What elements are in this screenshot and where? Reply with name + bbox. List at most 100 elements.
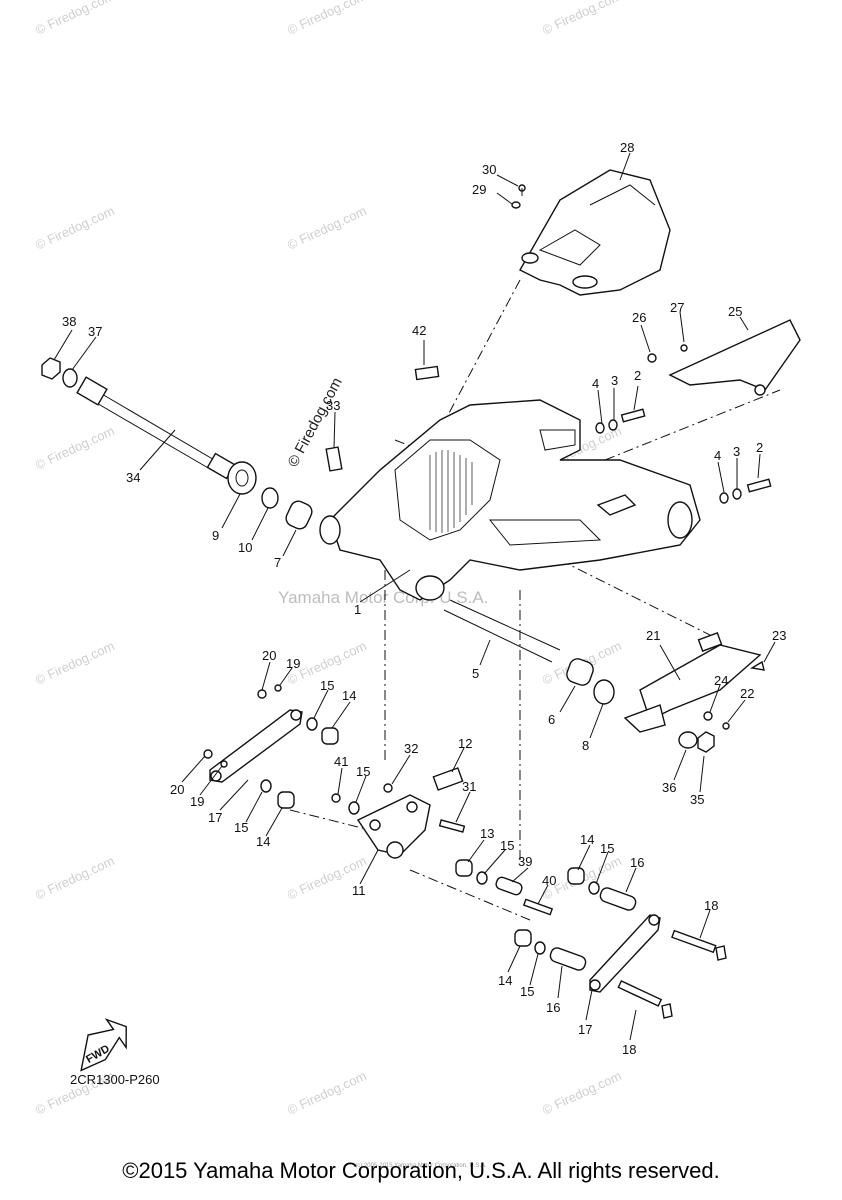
washer-3-upper	[608, 419, 618, 431]
washer-37	[62, 368, 78, 388]
pivot-shaft	[76, 376, 236, 480]
bushing-7	[285, 500, 313, 530]
part-label: 22	[740, 686, 754, 701]
part-label: 19	[286, 656, 300, 671]
screw-22	[722, 722, 730, 730]
part-label: 27	[670, 300, 684, 315]
part-label: 19	[190, 794, 204, 809]
watermark-site-text: © Firedog.com	[540, 1068, 624, 1118]
bolt-2-upper	[620, 408, 646, 423]
watermark-main-text: Yamaha Motor Corp. U.S.A.	[278, 588, 488, 607]
nut-41	[331, 793, 341, 803]
part-label: 7	[274, 555, 281, 570]
bushing-6	[566, 658, 594, 686]
part-label: 26	[632, 310, 646, 325]
part-label: 35	[690, 792, 704, 807]
watermark-site-text: © Firedog.com	[33, 0, 117, 38]
bolt-18-upper	[671, 929, 727, 961]
watermark-site-text: © Firedog.com	[33, 853, 117, 903]
part-label: 34	[126, 470, 140, 485]
part-label: 15	[234, 820, 248, 835]
part-label: 15	[320, 678, 334, 693]
part-label: 29	[472, 182, 486, 197]
part-label: 3	[611, 373, 618, 388]
label-sticker-33	[325, 446, 343, 472]
collar-4-upper	[595, 422, 605, 434]
diagram-code: 2CR1300-P260	[70, 1072, 160, 1087]
part-label: 14	[498, 973, 512, 988]
chain-slider	[623, 632, 762, 733]
chain-guard	[647, 319, 801, 396]
part-label: 17	[578, 1022, 592, 1037]
part-label: 40	[542, 873, 556, 888]
part-label: 36	[662, 780, 676, 795]
shaft-5	[443, 599, 561, 663]
part-label: 8	[582, 738, 589, 753]
part-label: 20	[170, 782, 184, 797]
collars	[495, 876, 637, 971]
part-label: 14	[342, 688, 356, 703]
part-label: 39	[518, 854, 532, 869]
washer-29	[511, 201, 521, 209]
leader-lines	[53, 152, 776, 1041]
spacer-10	[261, 487, 279, 509]
bolt-18-lower	[617, 980, 673, 1019]
bearing-9	[227, 461, 257, 495]
part-label: 37	[88, 324, 102, 339]
part-label: 20	[262, 648, 276, 663]
part-label: 3	[733, 444, 740, 459]
bolt-40	[522, 898, 554, 916]
part-label: 12	[458, 736, 472, 751]
label-sticker-42	[414, 365, 440, 381]
fine-print: (c) 2005-2015 Yamaha Motor Corporation, …	[355, 1163, 487, 1169]
part-label: 5	[472, 666, 479, 681]
part-label: 18	[704, 898, 718, 913]
watermark-site-text: © Firedog.com	[285, 1068, 369, 1118]
connecting-rod-lower	[589, 914, 661, 993]
fwd-arrow-icon: FWD	[80, 1018, 127, 1072]
collar-36	[678, 731, 698, 749]
connecting-rod-upper	[209, 709, 303, 783]
swingarm-cover	[519, 169, 671, 296]
watermark-site-text: © Firedog.com	[33, 638, 117, 688]
part-label: 18	[622, 1042, 636, 1057]
bushings	[203, 684, 600, 955]
relay-arm	[356, 794, 431, 859]
bracket-12	[432, 767, 464, 791]
collar-4-lower	[719, 492, 729, 504]
part-label: 9	[212, 528, 219, 543]
part-label: 2	[756, 440, 763, 455]
part-label: 28	[620, 140, 634, 155]
part-label: 14	[256, 834, 270, 849]
part-label: 21	[646, 628, 660, 643]
screw-30	[518, 184, 526, 196]
part-label: 16	[546, 1000, 560, 1015]
bolt-31	[438, 819, 466, 833]
nut-35	[697, 731, 715, 753]
part-label: 25	[728, 304, 742, 319]
watermark-site-text: © Firedog.com	[285, 203, 369, 253]
part-label: 42	[412, 323, 426, 338]
part-label: 31	[462, 779, 476, 794]
part-label: 38	[62, 314, 76, 329]
part-label: 4	[592, 376, 599, 391]
part-label: 24	[714, 673, 728, 688]
nut-32	[383, 783, 393, 793]
part-label: 32	[404, 741, 418, 756]
part-label: 41	[334, 754, 348, 769]
part-label: 4	[714, 448, 721, 463]
part-label: 23	[772, 628, 786, 643]
part-label: 10	[238, 540, 252, 555]
part-label: 30	[482, 162, 496, 177]
part-label: 33	[326, 398, 340, 413]
swingarm	[319, 399, 701, 601]
copyright-footer: ©2015 Yamaha Motor Corporation, U.S.A. A…	[122, 1158, 720, 1183]
part-label: 15	[356, 764, 370, 779]
bolt-2-lower	[746, 478, 772, 493]
part-label: 15	[520, 984, 534, 999]
part-label: 17	[208, 810, 222, 825]
part-label: 16	[630, 855, 644, 870]
part-label: 14	[580, 832, 594, 847]
watermark-site-text: © Firedog.com	[33, 203, 117, 253]
